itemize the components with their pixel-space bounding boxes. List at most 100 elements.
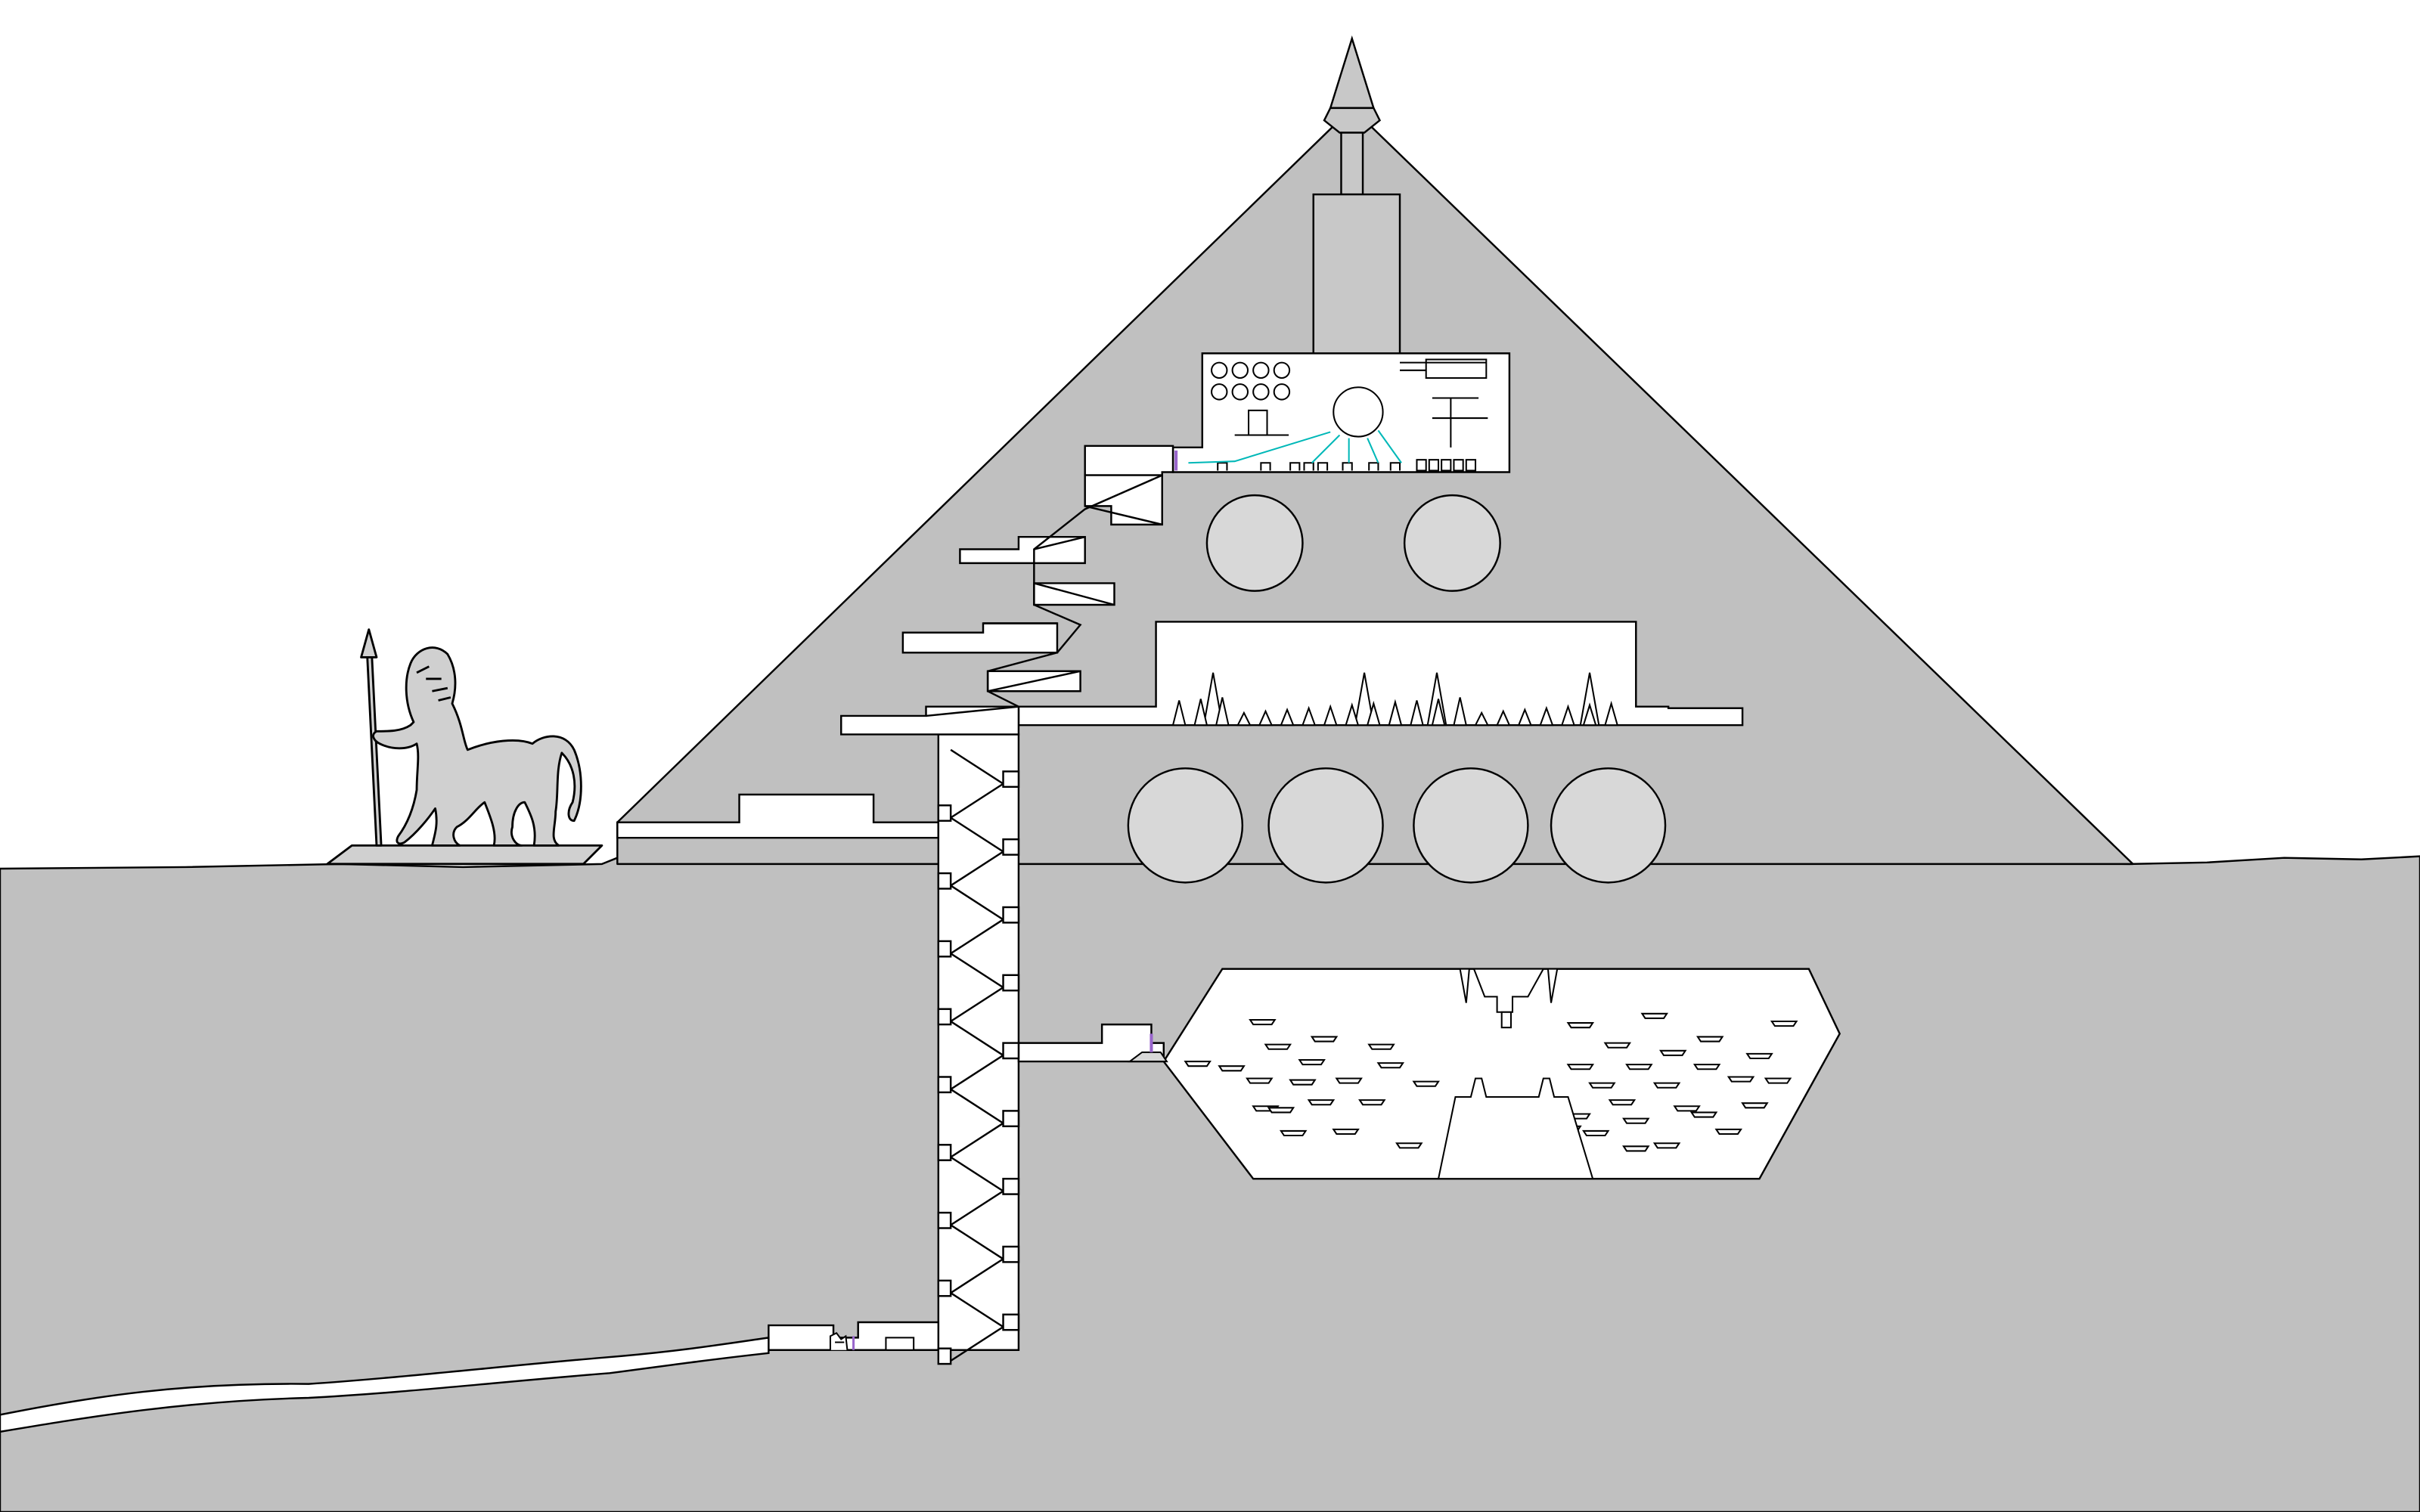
stair-zigzag-line [986,474,1163,708]
spire-shaft [1312,193,1401,375]
small-spike [1215,697,1230,727]
control-lever [1432,397,1488,448]
cavern-ledge [1652,1142,1681,1149]
console-block [1428,459,1440,472]
small-spike [1258,709,1274,727]
lower-sphere-1 [1127,767,1244,884]
cavern-entry-mound [1127,1051,1168,1063]
control-dials [1211,361,1291,401]
tunnel-details [829,1331,915,1351]
lower-sphere-4 [1550,767,1667,884]
shaft-notch-right [1002,1042,1020,1060]
small-spike [1236,711,1252,727]
small-spike [1301,705,1317,727]
control-dial-5 [1211,383,1228,401]
shaft-notch-right [1002,1110,1020,1128]
console-3 [1289,462,1301,471]
cavern-ledge [1566,1064,1595,1070]
control-dial-3 [1252,361,1270,380]
small-spike [1604,700,1619,727]
cavern-ledge [1622,1145,1650,1152]
small-spike [1366,700,1381,727]
cavern-ledges [1184,1012,1798,1152]
cavern-ledge [1184,1061,1212,1067]
cavern-ledge [1267,1107,1295,1114]
cavern-ledge [1298,1059,1326,1066]
control-globe [1333,386,1384,438]
upper-sphere-1 [1205,494,1304,592]
ground-surface [0,855,2420,1512]
small-spike [1474,711,1489,727]
cavern-ledge [1310,1036,1339,1043]
small-spike [1323,704,1338,727]
storage-spheres [1127,494,1667,884]
statue-face-detail [416,665,451,702]
cavern-ledge [1264,1043,1292,1050]
shaft-notch-left [937,872,952,890]
cavern-ledge [1581,1129,1610,1137]
control-dial-2 [1231,361,1249,380]
shaft-notch-left [937,1211,952,1229]
cavern-ledge [1745,1052,1773,1060]
small-spike [1409,700,1424,727]
cavern-details [1127,968,1760,1180]
cavern-ledge [1608,1099,1637,1106]
spire-tip [1329,35,1375,110]
small-spike [1539,705,1554,727]
entrance-terrace [616,793,940,839]
small-spike [1171,700,1187,727]
cavern-ledge [1218,1065,1246,1072]
cavern-ledge [1727,1076,1755,1083]
small-spike [1388,699,1403,727]
shaft-zigzag [937,748,1020,1365]
small-spike [1496,709,1511,727]
stair-ramps [926,505,1163,717]
cavern-ledge [1395,1142,1423,1149]
cavern-ledge [1659,1049,1687,1056]
cavern-ledge [1335,1077,1363,1084]
cavern-ledge [1652,1082,1681,1089]
control-dial-4 [1273,361,1291,380]
cavern-ledge [1246,1077,1274,1084]
small-spike [1582,702,1597,727]
shaft-notch-right [1002,838,1020,856]
shaft-notch-left [937,1008,952,1026]
spire-collar [1323,107,1382,134]
control-dial-8 [1273,383,1291,401]
console-6 [1342,462,1353,471]
shaft-notch-left [937,1144,952,1161]
statue-spear [360,628,383,847]
cavern-ledge [1603,1042,1632,1049]
statue-plinth [326,844,603,866]
tall-spike-1 [1202,672,1224,727]
shaft-notch-right [1002,1313,1020,1331]
cavern-ledge [1673,1105,1701,1112]
cavern-ledge [1358,1099,1386,1106]
cavern-ledge [1625,1064,1653,1070]
cavern-ledge [1367,1043,1395,1050]
capstone-spire [1312,35,1401,375]
cavern-stalactite-right [1547,968,1559,1003]
cavern-ledge [1307,1099,1336,1106]
cavern-ledge [1692,1064,1721,1070]
shaft-notch-right [1002,770,1020,789]
console-block [1465,459,1477,472]
stepped-staircase [840,474,1163,736]
cavern-ledge [1714,1128,1742,1136]
shaft-notch-left [937,1347,952,1365]
cavern-ledge [1640,1012,1668,1019]
small-spike [1453,697,1468,727]
cavern-ledge [1696,1036,1724,1043]
tunnel-crate [885,1337,915,1351]
console-block [1416,459,1427,472]
shaft-notch-left [937,804,952,822]
console-5 [1317,462,1329,471]
cavern-ledge [1289,1079,1317,1086]
console-block [1441,459,1452,472]
console-8 [1389,462,1401,471]
statue-body [372,646,582,847]
cavern-ledge [1332,1128,1360,1136]
console-1 [1217,462,1228,471]
small-spike [1431,699,1446,727]
